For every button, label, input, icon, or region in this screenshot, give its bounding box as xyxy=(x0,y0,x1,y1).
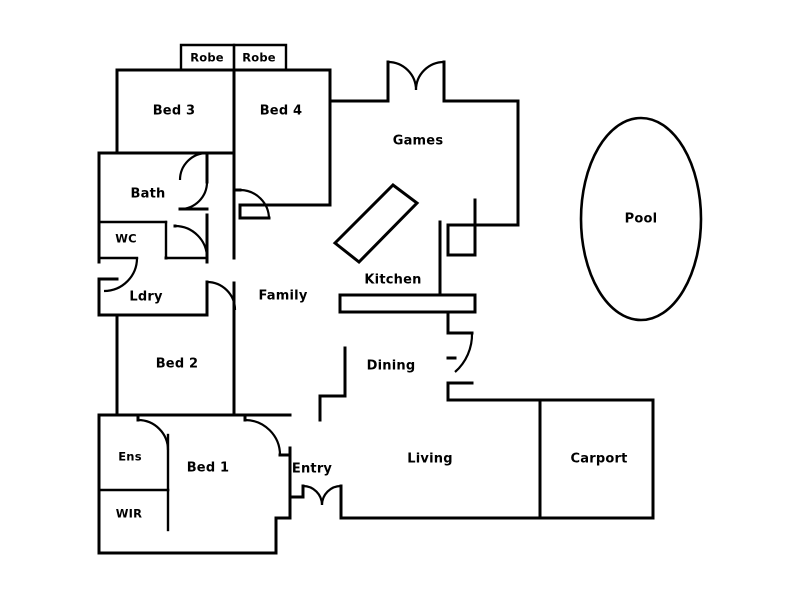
kitchen-benches xyxy=(338,220,477,314)
label-bed-2: Bed 2 xyxy=(156,357,199,372)
door-ens-arc xyxy=(137,418,170,451)
door-swings xyxy=(97,60,474,506)
bedroom-3-4-block xyxy=(115,68,332,207)
label-bed-4: Bed 4 xyxy=(260,104,303,119)
bedroom-1-block xyxy=(97,413,292,555)
label-robe-right: Robe xyxy=(242,51,276,65)
label-ldry: Ldry xyxy=(129,290,163,305)
label-pool: Pool xyxy=(625,212,658,227)
door-bath-arc xyxy=(179,181,209,211)
door-entry-right-arc xyxy=(320,484,342,506)
label-robe-left: Robe xyxy=(190,51,224,65)
dining-living-carport-block xyxy=(288,310,655,520)
room-labels: Robe Robe Bed 3 Bed 4 Games Pool Bath WC… xyxy=(115,51,657,521)
door-bed3-arc xyxy=(178,151,208,181)
door-games-right-arc xyxy=(414,60,445,91)
kitchen-bench-lower xyxy=(338,293,477,314)
label-living: Living xyxy=(407,452,452,467)
label-bed-3: Bed 3 xyxy=(153,104,196,119)
label-dining: Dining xyxy=(367,359,416,374)
label-kitchen: Kitchen xyxy=(364,273,421,288)
pool-outline xyxy=(579,116,703,322)
stairs-island xyxy=(332,183,420,265)
label-wir: WIR xyxy=(116,507,142,521)
door-bed1-arc xyxy=(244,418,282,456)
label-bed-1: Bed 1 xyxy=(187,461,230,476)
label-carport: Carport xyxy=(571,452,628,467)
label-family: Family xyxy=(258,289,307,304)
door-games-left-arc xyxy=(387,60,418,91)
door-bed2-arc xyxy=(206,280,237,311)
door-wc-arc xyxy=(174,224,209,259)
games-room-block xyxy=(328,60,520,257)
pool-area xyxy=(579,116,703,322)
label-bath: Bath xyxy=(131,187,166,202)
door-bed4-arc xyxy=(239,188,271,220)
door-dining-arc xyxy=(454,332,474,373)
label-games: Games xyxy=(393,134,444,149)
bedroom-2-block xyxy=(97,313,292,417)
label-entry: Entry xyxy=(292,462,333,477)
label-ens: Ens xyxy=(118,450,142,464)
label-wc: WC xyxy=(115,232,137,246)
door-entry-left-arc xyxy=(302,484,324,506)
door-ldry-arc xyxy=(103,257,139,293)
diagonal-stair-fixture xyxy=(332,183,420,265)
